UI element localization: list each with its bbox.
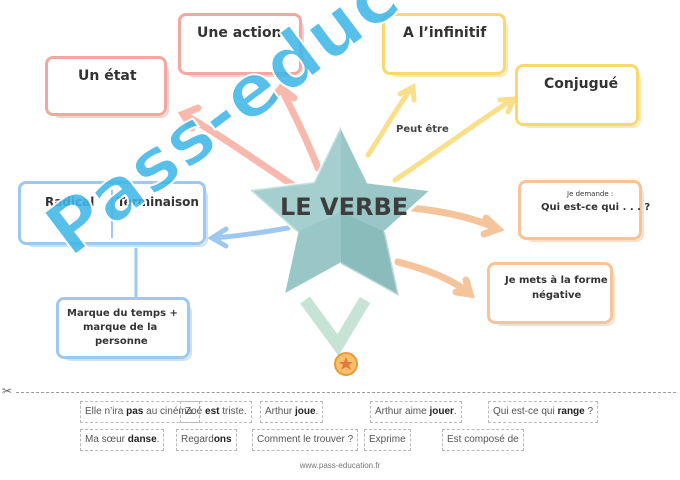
label-marque-3: personne xyxy=(95,336,148,347)
arrow-qui-head xyxy=(480,214,505,238)
box-radical-terminaison: Radical Terminaison xyxy=(18,181,208,247)
label-forme-neg-2: négative xyxy=(532,290,582,301)
label-terminaison: Terminaison xyxy=(117,195,199,209)
word-chip[interactable]: Arthur joue. xyxy=(260,401,324,423)
word-chip[interactable]: Comment le trouver ? xyxy=(252,429,359,451)
arrow-infinitif-head xyxy=(397,82,417,103)
chip-text: Ma sœur xyxy=(85,434,128,445)
box-conjugue: Conjugué xyxy=(515,64,641,128)
word-chip[interactable]: Est composé de xyxy=(442,429,524,451)
arrow-radical-head xyxy=(207,226,229,249)
footer-url: www.pass-education.fr xyxy=(299,461,381,470)
chip-text: Arthur xyxy=(265,406,296,417)
star-facet xyxy=(250,126,341,232)
chip-text-end: au cinéma. xyxy=(143,406,196,417)
arrow-neg xyxy=(394,258,472,296)
chip-text: Arthur aime xyxy=(375,406,430,417)
arrow-neg-head xyxy=(452,276,475,299)
label-forme-neg-1: Je mets à la forme xyxy=(505,275,608,286)
chip-text: Regard xyxy=(181,434,214,445)
label-un-etat: Un état xyxy=(78,68,137,84)
chip-text: Comment le trouver ? xyxy=(257,434,354,445)
chip-text: Exprime xyxy=(369,434,406,445)
arrow-action-head xyxy=(268,83,298,104)
chip-text-end: triste. xyxy=(219,406,247,417)
word-chip[interactable]: Qui est-ce qui range ? xyxy=(488,401,599,423)
star-facet-2 xyxy=(341,212,399,296)
label-une-action: Une action xyxy=(197,25,282,41)
chip-verb: pas xyxy=(126,406,144,417)
arrow-conjugue xyxy=(392,97,515,183)
label-conjugue: Conjugué xyxy=(544,76,619,92)
label-marque-2: marque de la xyxy=(83,322,158,333)
chip-verb: joue xyxy=(295,406,316,417)
word-chip[interactable]: Elle n’ira pas au cinéma. xyxy=(80,401,201,423)
arrow-infinitif xyxy=(365,85,415,158)
box-un-etat: Un état xyxy=(45,56,169,118)
chip-text-end: . xyxy=(156,434,160,445)
box-qui-est: Je demande : Qui est-ce qui . . . ? xyxy=(518,180,650,242)
medal-ribbon xyxy=(300,296,371,356)
chip-text-end: ? xyxy=(584,406,594,417)
word-chip[interactable]: Exprime xyxy=(364,429,411,451)
cut-line xyxy=(16,392,676,393)
arrow-conjugue-head xyxy=(497,96,519,115)
chip-verb: ons xyxy=(213,434,232,445)
label-je-demande: Je demande : xyxy=(567,190,614,198)
chip-verb: jouer xyxy=(429,406,454,417)
box-forme-negative: Je mets à la forme négative xyxy=(487,262,615,326)
chip-text-end: . xyxy=(453,406,457,417)
label-peut-etre: Peut être xyxy=(396,124,449,135)
chip-text: Zoé xyxy=(185,406,206,417)
chip-verb: range xyxy=(557,406,585,417)
arrow-action xyxy=(278,86,322,172)
chip-verb: est xyxy=(205,406,220,417)
label-qui-est: Qui est-ce qui . . . ? xyxy=(541,202,651,213)
chips-row-2: Ma sœur danse. Regardons Comment le trouve… xyxy=(80,429,640,451)
label-marque-1: Marque du temps + xyxy=(67,308,178,319)
word-chip[interactable]: Ma sœur danse. xyxy=(80,429,165,451)
label-radical: Radical xyxy=(45,195,95,209)
chip-text-end: . xyxy=(315,406,319,417)
box-marque: Marque du temps + marque de la personne xyxy=(56,297,192,361)
word-chip[interactable]: Arthur aime jouer. xyxy=(370,401,462,423)
arrow-radical xyxy=(211,225,291,241)
chip-text: Est composé de xyxy=(447,434,519,445)
word-chip[interactable]: Zoé est triste. xyxy=(180,401,252,423)
divider-radical xyxy=(111,190,113,238)
chip-text: Qui est-ce qui xyxy=(493,406,558,417)
label-infinitif: A l’infinitif xyxy=(403,25,487,41)
scissors-icon: ✂ xyxy=(2,384,13,398)
chips-row-1: Elle n’ira pas au cinéma.Zoé est triste.… xyxy=(80,401,640,423)
chip-text: Elle n’ira xyxy=(85,406,127,417)
chip-verb: danse xyxy=(127,434,157,445)
word-chip[interactable]: Regardons xyxy=(176,429,237,451)
arrow-etat xyxy=(181,111,304,194)
arrow-etat-head xyxy=(177,104,202,132)
medal-star-icon xyxy=(339,357,353,370)
central-title: LE VERBE xyxy=(280,193,409,221)
